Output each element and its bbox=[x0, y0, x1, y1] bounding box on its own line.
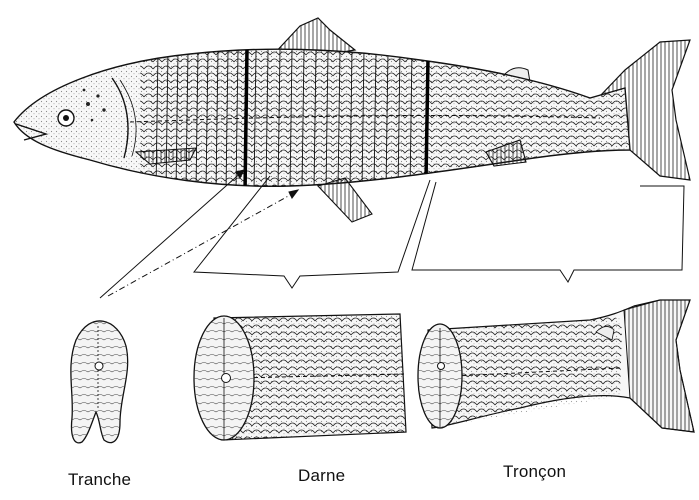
pelvic-fin bbox=[318, 178, 372, 222]
darne-bracket bbox=[194, 176, 430, 288]
troncon-cut bbox=[418, 300, 694, 432]
pointer-arrows bbox=[100, 170, 298, 298]
darne-cut bbox=[194, 314, 406, 440]
label-darne: Darne bbox=[298, 466, 345, 486]
label-troncon: Tronçon bbox=[503, 462, 566, 482]
tranche-cut bbox=[71, 321, 128, 443]
label-tranche: Tranche bbox=[68, 470, 131, 490]
troncon-bracket bbox=[412, 182, 684, 282]
whole-salmon bbox=[10, 18, 690, 222]
